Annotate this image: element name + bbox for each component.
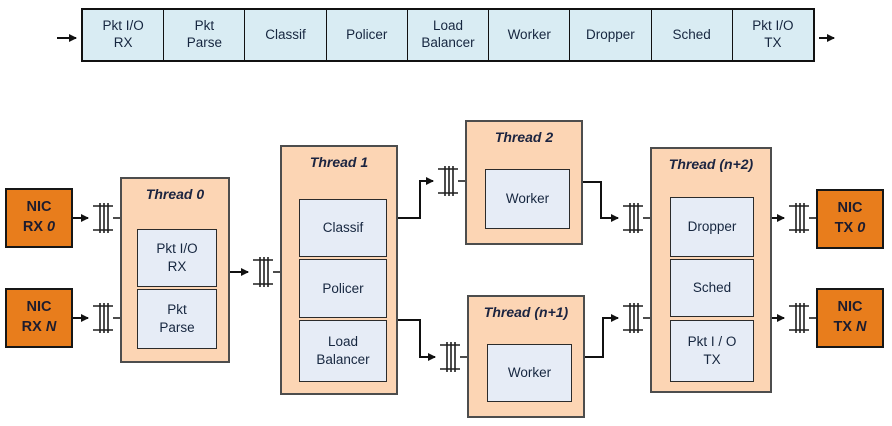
nic-rx-n-label: NIC RX N	[21, 299, 57, 335]
thread-1-title: Thread 1	[309, 154, 369, 170]
queue-icon	[788, 302, 817, 334]
nic-tx-n-box: NIC TX N	[816, 288, 884, 348]
queue-icon	[439, 341, 468, 373]
queue-icon	[622, 302, 651, 334]
block-classif: Classif	[299, 199, 387, 257]
block-pkt-parse: Pkt Parse	[137, 289, 217, 349]
block-pkt-io-rx: Pkt I/O RX	[137, 229, 217, 287]
queue-icon	[252, 256, 281, 288]
block-pkt-io-tx: Pkt I / O TX	[670, 320, 754, 382]
queue-icon	[622, 202, 651, 234]
arrow-thread1-thread2	[398, 177, 434, 219]
nic-rx-n-box: NIC RX N	[5, 288, 73, 348]
queue-icon	[92, 302, 121, 334]
nic-tx-0-label: NIC TX 0	[834, 200, 866, 236]
thread-n1-title: Thread (n+1)	[483, 304, 569, 320]
arrow-threadn1-threadn2	[585, 314, 619, 358]
pipeline-stage-worker: Worker	[488, 10, 570, 60]
thread-n2-title: Thread (n+2)	[668, 156, 754, 172]
thread-1-box: Thread 1 Classif Policer Load Balancer	[280, 145, 398, 395]
arrow-thread2-threadn2	[583, 181, 619, 222]
pipeline-bar: Pkt I/O RX Pkt Parse Classif Policer Loa…	[81, 8, 815, 62]
pipeline-stage-dropper: Dropper	[569, 10, 651, 60]
thread-2-title: Thread 2	[494, 129, 554, 145]
thread-2-box: Thread 2 Worker	[465, 120, 583, 245]
queue-icon	[437, 165, 466, 197]
block-sched: Sched	[670, 259, 754, 317]
nic-rx-0-label: NIC RX 0	[22, 199, 56, 235]
thread-n2-box: Thread (n+2) Dropper Sched Pkt I / O TX	[650, 147, 772, 393]
pipeline-stage-classif: Classif	[244, 10, 326, 60]
block-policer: Policer	[299, 259, 387, 318]
block-worker-1: Worker	[485, 169, 570, 229]
queue-icon	[788, 202, 817, 234]
thread-0-title: Thread 0	[145, 186, 205, 202]
pipeline-stage-pkt-io-rx: Pkt I/O RX	[83, 10, 164, 60]
nic-rx-0-box: NIC RX 0	[5, 188, 73, 248]
pipeline-stage-load-balancer: Load Balancer	[406, 10, 489, 60]
pipeline-stage-sched: Sched	[650, 10, 732, 60]
block-load-balancer: Load Balancer	[299, 320, 387, 382]
pipeline-stage-policer: Policer	[325, 10, 407, 60]
nic-tx-0-box: NIC TX 0	[816, 189, 884, 249]
thread-0-box: Thread 0 Pkt I/O RX Pkt Parse	[120, 177, 230, 363]
pipeline-stage-pkt-parse: Pkt Parse	[163, 10, 245, 60]
block-worker-2: Worker	[487, 344, 572, 402]
block-dropper: Dropper	[670, 197, 754, 257]
queue-icon	[92, 202, 121, 234]
thread-n1-box: Thread (n+1) Worker	[467, 295, 585, 418]
pipeline-stage-pkt-io-tx: Pkt I/O TX	[731, 10, 813, 60]
arrow-thread1-threadn1	[398, 319, 436, 361]
nic-tx-n-label: NIC TX N	[833, 299, 867, 335]
